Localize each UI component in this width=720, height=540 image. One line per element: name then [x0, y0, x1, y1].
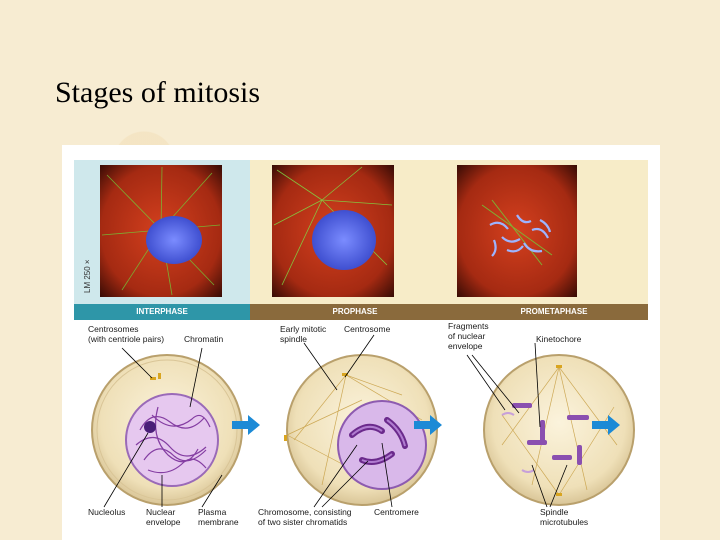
interphase-band — [74, 304, 250, 320]
label-chromosome: Chromosome, consisting of two sister chr… — [258, 507, 352, 527]
label-centromere: Centromere — [374, 507, 419, 517]
prophase-cell — [284, 354, 438, 506]
interphase-micrograph — [100, 165, 222, 297]
magnification-label: LM 250 × — [83, 259, 92, 293]
mitosis-figure: LM 250 × INTERPHASE PROPHASE PROMETAPHAS… — [62, 145, 660, 540]
interphase-cell — [91, 354, 243, 506]
stage-arrows — [232, 415, 620, 435]
label-nucleolus: Nucleolus — [88, 507, 126, 517]
prometaphase-micrograph — [457, 165, 577, 297]
label-plasma-membrane: Plasma membrane — [198, 507, 239, 527]
prometaphase-cell — [483, 354, 635, 506]
phase-label-prometaphase: PROMETAPHASE — [520, 307, 588, 316]
label-centrosomes: Centrosomes (with centriole pairs) — [88, 324, 165, 344]
prophase-micrograph — [272, 165, 394, 297]
label-kinetochore: Kinetochore — [536, 334, 582, 344]
figure-artwork — [74, 160, 648, 508]
label-chromatin: Chromatin — [184, 334, 224, 344]
label-nuclear-envelope: Nuclear envelope — [146, 507, 181, 527]
nucleolus-shape — [144, 421, 156, 433]
label-spindle-microtubules: Spindle microtubules — [540, 507, 589, 527]
slide-title: Stages of mitosis — [55, 76, 261, 109]
prophase-band — [250, 304, 648, 320]
phase-label-prophase: PROPHASE — [332, 307, 378, 316]
phase-label-interphase: INTERPHASE — [136, 307, 188, 316]
label-centrosome: Centrosome — [344, 324, 391, 334]
label-fragments-nuclear-envelope: Fragments of nuclear envelope — [448, 321, 489, 351]
interphase-centrosomes — [150, 373, 161, 380]
label-early-mitotic-spindle: Early mitotic spindle — [280, 324, 327, 344]
